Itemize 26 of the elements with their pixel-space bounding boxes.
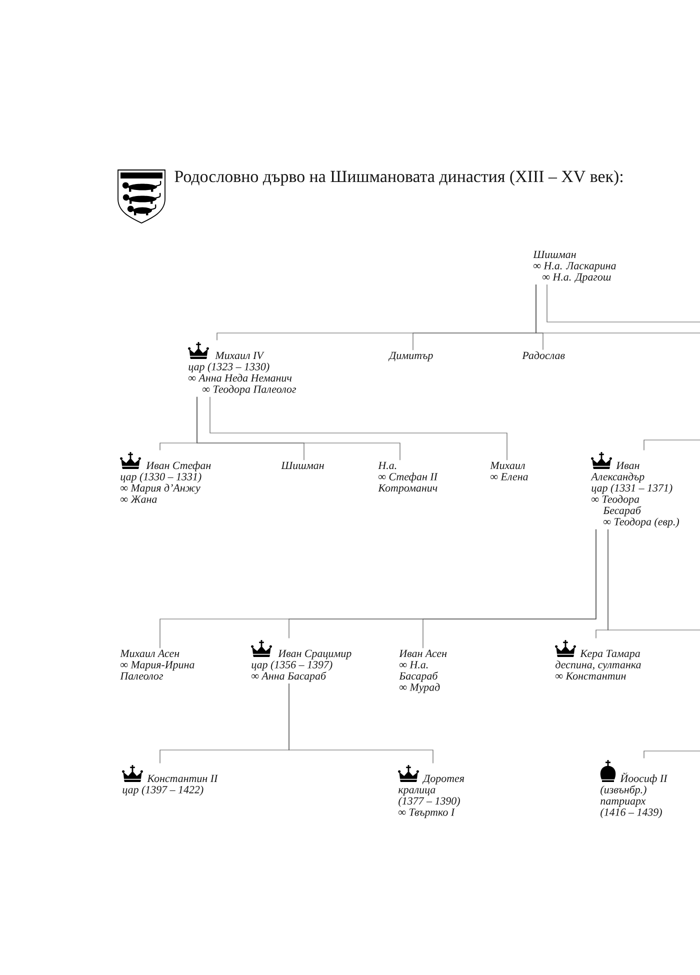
connector-line — [644, 750, 700, 759]
person-label: Радослав — [522, 351, 565, 360]
person-label: Михаил Асен ∞ Мария-Ирина Палеолог — [120, 650, 194, 680]
person-label: Шишман — [281, 462, 324, 470]
connector-line — [608, 529, 700, 630]
connector-line — [644, 440, 700, 451]
person-label: Иван Асен ∞ Н.а. Басараб ∞ Мурад — [399, 650, 447, 694]
connector-line — [422, 529, 596, 648]
connector-line — [536, 284, 700, 334]
connector-line — [546, 284, 700, 322]
person-label: Иван Стефан цар (1330 – 1331) ∞ Мария д’Анжу ∞ Жана — [120, 461, 211, 503]
person-label: Кера Тамара деспина, султанка ∞ Константин — [556, 650, 641, 680]
connector-line — [210, 396, 508, 460]
connector-line — [196, 396, 400, 460]
person-label: Н.а. ∞ Стефан II Котроманич — [378, 462, 438, 494]
person-label: Иван Александър цар (1331 – 1371) ∞ Теодора Бесараб ∞ Теодора (евр.) — [590, 462, 680, 528]
person-label: Доротея кралица (1377 – 1390) ∞ Твъртко I — [398, 774, 464, 818]
person-label: Йоосиф II (извънбр.) патриарх (1416 – 1439) — [600, 772, 668, 818]
person-label: Шишман ∞ Н.а. Ласкарина ∞ Н.а. Драгош — [533, 250, 616, 283]
person-label: Михаил IV цар (1323 – 1330) ∞ Анна Неда Неманич ∞ Теодора Палеолог — [188, 352, 296, 396]
person-label: Иван Срацимир цар (1356 – 1397) ∞ Анна Басараб — [252, 650, 352, 682]
person-label: Димитър — [388, 352, 433, 362]
person-label: Михаил ∞ Елена — [490, 462, 528, 480]
title: Родословно дърво на Шишмановата династия (XIII – XV век): — [174, 170, 622, 186]
connector-line — [288, 683, 434, 764]
person-label: Константин II цар (1397 – 1422) — [122, 774, 218, 796]
